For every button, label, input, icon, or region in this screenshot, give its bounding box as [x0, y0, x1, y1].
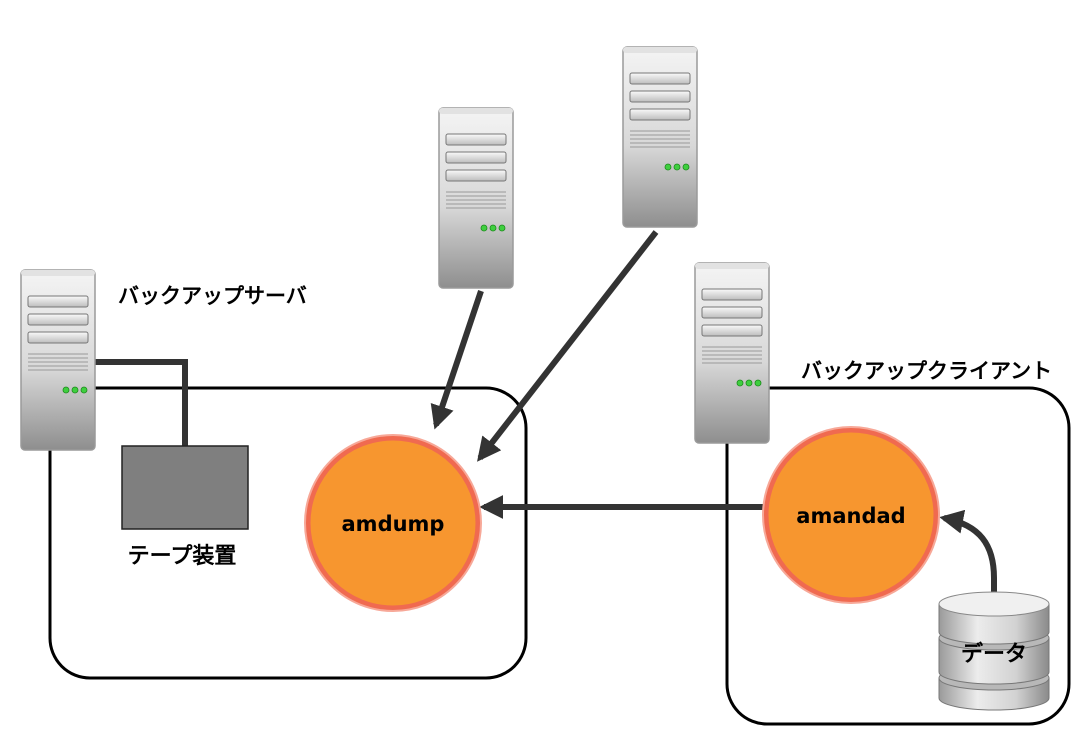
tape-device — [121, 445, 249, 530]
tape-device-label: テープ装置 — [128, 544, 237, 569]
arrow-remote-server-1-to-amdump — [430, 290, 484, 430]
remote-server-icon-1 — [438, 107, 514, 289]
amdump-label: amdump — [342, 512, 445, 536]
backup-server-icon — [20, 269, 96, 451]
remote-server-icon-2 — [622, 46, 698, 228]
database-icon — [938, 591, 1050, 711]
amandad-node — [763, 427, 939, 603]
backup-server-boundary — [48, 386, 528, 680]
amdump-node-glow — [304, 434, 482, 612]
backup-client-label: バックアップクライアント — [801, 359, 1052, 383]
backup-client-boundary — [725, 386, 1071, 726]
amandad-label: amandad — [796, 504, 905, 528]
backup-server-label: バックアップサーバ — [118, 284, 307, 308]
amandad-node-glow — [762, 426, 940, 604]
arrow-data-to-amandad — [939, 509, 997, 592]
backup-client-server-icon — [694, 262, 770, 444]
arrow-remote-server-2-to-amdump — [477, 230, 659, 462]
data-store-label: データ — [961, 641, 1027, 667]
tape-connection-line — [95, 359, 188, 446]
amdump-node — [305, 435, 481, 611]
